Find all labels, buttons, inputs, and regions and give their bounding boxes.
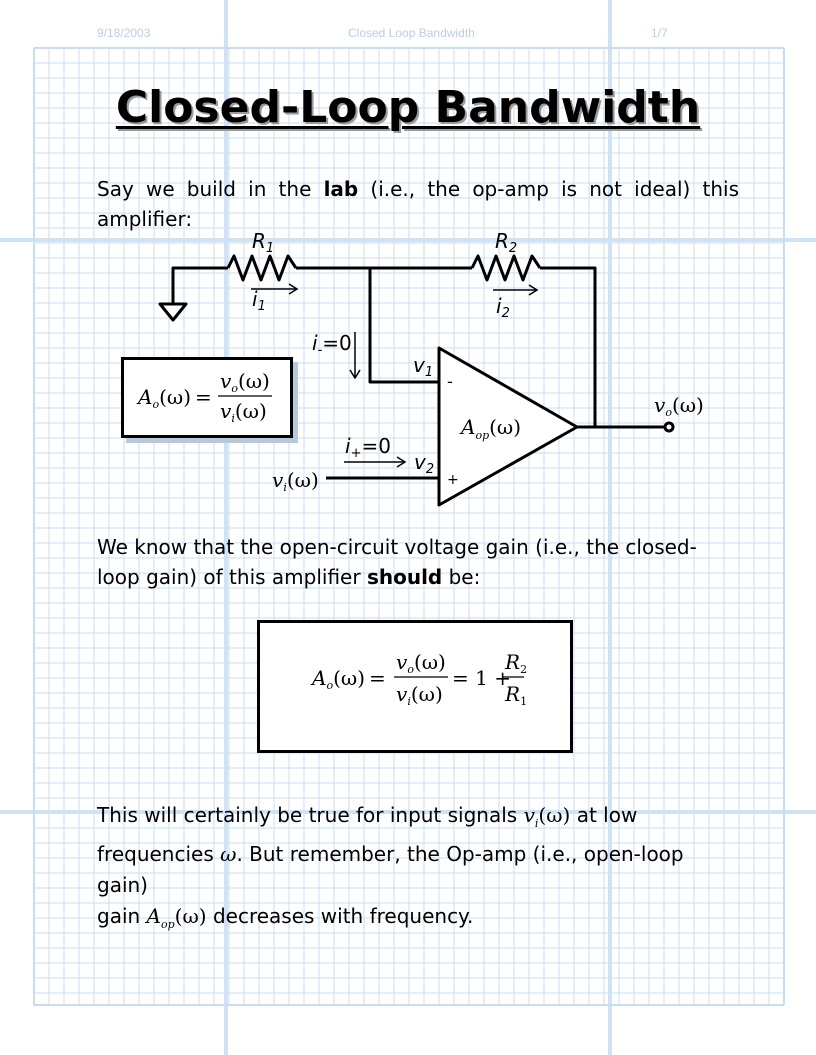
label-i1: i1 xyxy=(252,287,266,314)
intro-text-1: Say we build in the xyxy=(97,177,324,201)
para3-line-1: This will certainly be true for input si… xyxy=(97,803,638,830)
label-vo: vo(ω) xyxy=(654,393,704,419)
intro-bold-lab: lab xyxy=(323,177,359,201)
resistor-r2 xyxy=(470,254,542,282)
paragraph-low-frequencies: This will certainly be true for input si… xyxy=(97,800,739,940)
paragraph-should-be: We know that the open-circuit voltage ga… xyxy=(97,535,697,589)
label-i-plus: i+=0 xyxy=(345,434,391,461)
inverting-input-wire xyxy=(368,268,439,384)
svg-text:= 1 +: = 1 + xyxy=(452,666,511,690)
svg-text:vo(ω): vo(ω) xyxy=(220,369,270,395)
closed-loop-gain-equation: Ao(ω)= vo(ω) vi(ω) = 1 + R2 R1 xyxy=(310,650,527,708)
label-r2: R2 xyxy=(495,229,517,256)
gain-definition-box: Ao(ω)= vo(ω) vi(ω) xyxy=(121,357,293,438)
arrow-i2-head xyxy=(528,284,539,296)
svg-text:Ao(ω)=: Ao(ω)= xyxy=(310,666,386,692)
bold-should: should xyxy=(366,565,443,589)
header-date: 9/18/2003 xyxy=(97,26,151,40)
gain-definition-equation: Ao(ω)= vo(ω) vi(ω) xyxy=(136,369,272,425)
svg-text:vi(ω): vi(ω) xyxy=(396,682,443,708)
svg-text:vo(ω): vo(ω) xyxy=(396,650,446,676)
para3-line-3: gain Aop(ω) decreases with frequency. xyxy=(97,904,474,931)
intro-paragraph: Say we build in the lab (i.e., the op-am… xyxy=(97,174,739,234)
page-title: Closed-Loop Bandwidth xyxy=(115,82,701,133)
arrow-i1-head xyxy=(288,283,299,295)
label-v2: v2 xyxy=(414,450,434,477)
output-terminal xyxy=(663,421,675,433)
svg-text:R2: R2 xyxy=(504,650,527,676)
page-header: 9/18/2003 Closed Loop Bandwidth 1/7 xyxy=(0,26,816,42)
intro-text-2: (i.e., the op-amp is not ideal) this amp… xyxy=(97,177,739,231)
label-i-minus: i-=0 xyxy=(312,331,352,358)
arrow-i-minus-head xyxy=(349,369,361,380)
feedback-wire xyxy=(540,266,597,427)
arrow-i-plus-head xyxy=(396,456,407,468)
label-r1: R1 xyxy=(252,229,274,256)
ground-wire xyxy=(171,266,228,304)
para3-line-2: frequencies ω. But remember, the Op-amp … xyxy=(97,842,684,897)
label-aop: Aop(ω) xyxy=(459,415,521,442)
label-v1: v1 xyxy=(413,353,433,380)
svg-text:vi(ω): vi(ω) xyxy=(220,399,267,425)
resistor-r1 xyxy=(226,254,298,282)
ground-symbol xyxy=(158,302,188,322)
label-i2: i2 xyxy=(496,294,510,321)
label-vi: vi(ω) xyxy=(272,468,319,494)
label-noninverting-terminal: + xyxy=(447,472,459,488)
label-inverting-terminal: - xyxy=(447,372,453,391)
op-amp-symbol xyxy=(437,346,579,507)
svg-text:Ao(ω)=: Ao(ω)= xyxy=(136,385,212,411)
header-page-number: 1/7 xyxy=(651,26,668,40)
header-title: Closed Loop Bandwidth xyxy=(348,26,475,40)
closed-loop-gain-box: Ao(ω)= vo(ω) vi(ω) = 1 + R2 R1 xyxy=(257,620,573,753)
svg-text:R1: R1 xyxy=(504,682,527,708)
